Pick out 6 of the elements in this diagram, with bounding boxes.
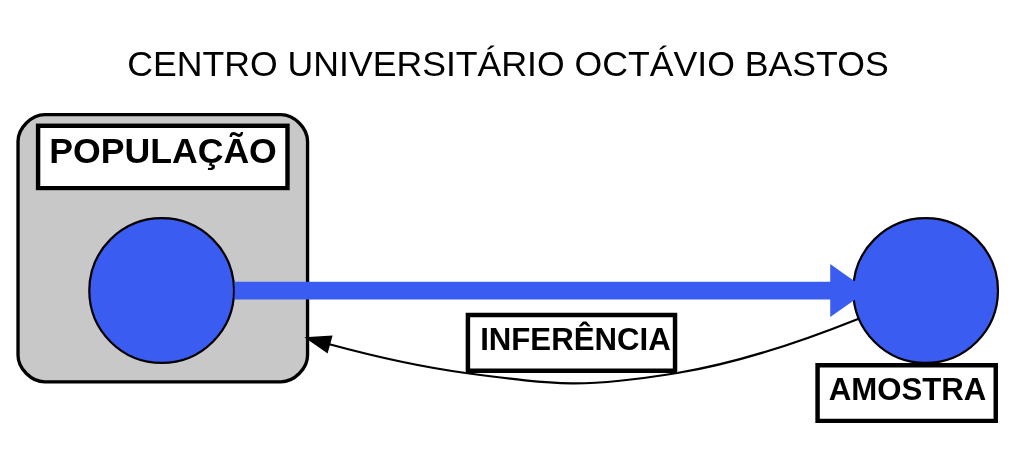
- node-circle: [88, 216, 236, 364]
- node-label: AMOSTRA: [828, 371, 987, 407]
- diagram-title: CENTRO UNIVERSITÁRIO OCTÁVIO BASTOS: [127, 43, 889, 84]
- arrow: [304, 317, 859, 384]
- cluster: POPULAÇÃO: [16, 112, 310, 384]
- edge-label: INFERÊNCIA: [480, 321, 671, 357]
